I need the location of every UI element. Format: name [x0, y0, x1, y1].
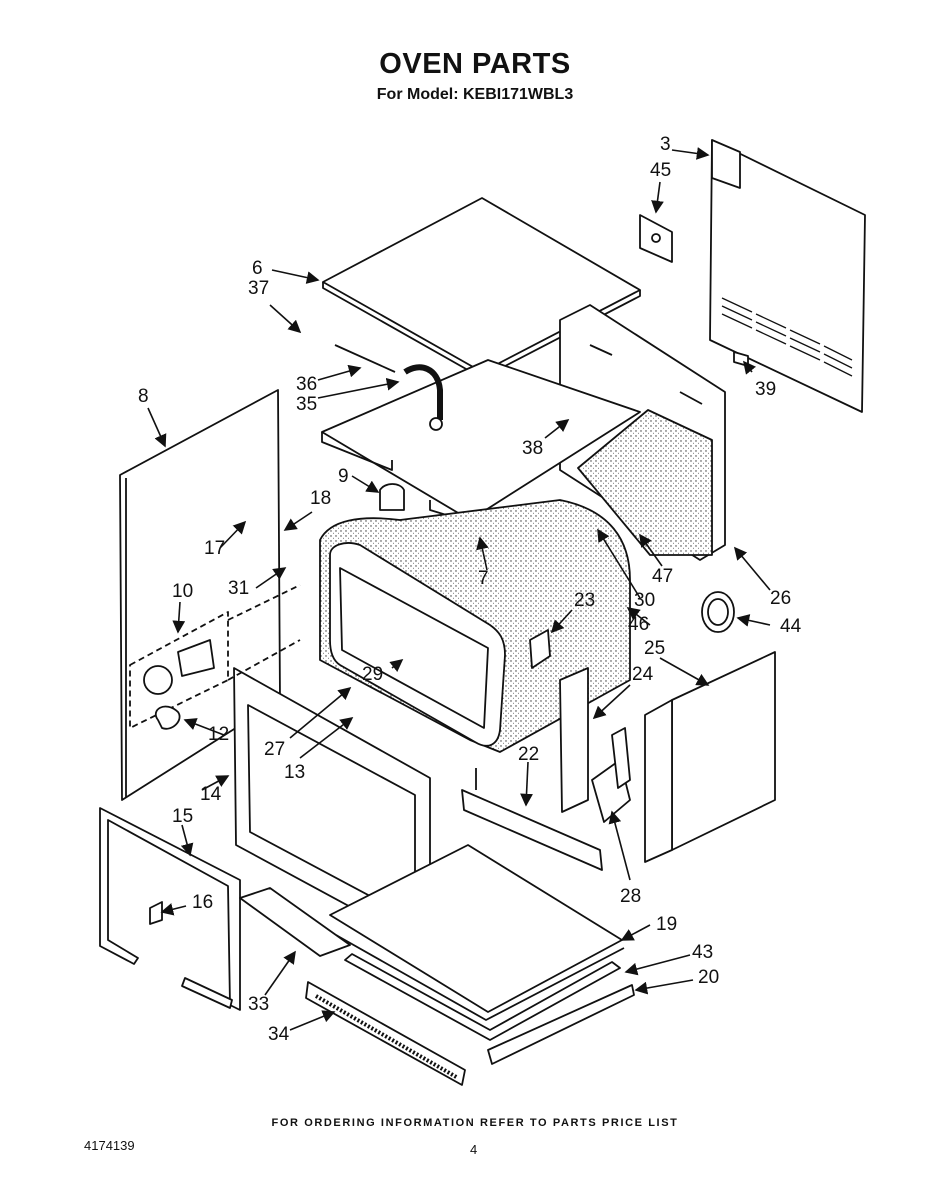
callout-47: 47 — [652, 566, 673, 587]
callout-12: 12 — [208, 724, 229, 745]
callout-38: 38 — [522, 438, 543, 459]
rear-insulation — [577, 409, 713, 556]
callout-31: 31 — [228, 578, 249, 599]
callout-6: 6 — [252, 258, 263, 279]
plate-23 — [529, 629, 551, 669]
rail-43 — [344, 953, 621, 1041]
callout-27: 27 — [264, 739, 285, 760]
callout-16: 16 — [192, 892, 213, 913]
bracket-24 — [559, 667, 589, 813]
model-subtitle: For Model: KEBI171WBL3 — [376, 86, 574, 103]
rear-panel — [709, 139, 866, 413]
side-panel-25 — [644, 651, 776, 863]
callout-15: 15 — [172, 806, 193, 827]
callout-10: 10 — [172, 581, 193, 602]
callout-19: 19 — [656, 914, 677, 935]
callout-43: 43 — [692, 942, 713, 963]
callout-23: 23 — [574, 590, 595, 611]
callout-22: 22 — [518, 744, 539, 765]
document-number: 4174139 — [84, 1138, 135, 1153]
ordering-note: FOR ORDERING INFORMATION REFER TO PARTS … — [271, 1117, 679, 1129]
page-number: 4 — [470, 1142, 478, 1157]
callout-35: 35 — [296, 394, 317, 415]
callout-9: 9 — [338, 466, 349, 487]
element-fitting-9 — [379, 483, 405, 511]
callout-7: 7 — [478, 568, 489, 589]
callout-3: 3 — [660, 134, 671, 155]
callout-44: 44 — [780, 616, 802, 637]
callout-28: 28 — [620, 886, 641, 907]
vent-grille-34 — [305, 981, 466, 1086]
callout-39: 39 — [755, 379, 776, 400]
callout-24: 24 — [632, 664, 654, 685]
callout-14: 14 — [200, 784, 222, 805]
callout-36: 36 — [296, 374, 317, 395]
callout-30: 30 — [634, 590, 655, 611]
callout-25: 25 — [644, 638, 665, 659]
callout-33: 33 — [248, 994, 269, 1015]
callout-20: 20 — [698, 967, 719, 988]
callout-8: 8 — [138, 386, 149, 407]
callout-13: 13 — [284, 762, 305, 783]
mounting-plate — [321, 359, 641, 521]
bracket-45 — [639, 214, 673, 263]
clip-16 — [149, 901, 163, 925]
callout-26: 26 — [770, 588, 791, 609]
callout-17: 17 — [204, 538, 225, 559]
support-22 — [461, 789, 603, 871]
page-title: OVEN PARTS — [379, 48, 571, 80]
door-gasket — [99, 807, 241, 1011]
vent-tube — [403, 364, 443, 420]
callout-37: 37 — [248, 278, 269, 299]
rail-20 — [487, 984, 635, 1065]
vent-33 — [239, 887, 351, 957]
bulb-12 — [155, 705, 181, 730]
callout-45: 45 — [650, 160, 671, 181]
callout-34: 34 — [268, 1024, 290, 1045]
callout-18: 18 — [310, 488, 331, 509]
light-assembly — [129, 611, 229, 729]
callout-29: 29 — [362, 664, 383, 685]
callout-46: 46 — [628, 614, 649, 635]
